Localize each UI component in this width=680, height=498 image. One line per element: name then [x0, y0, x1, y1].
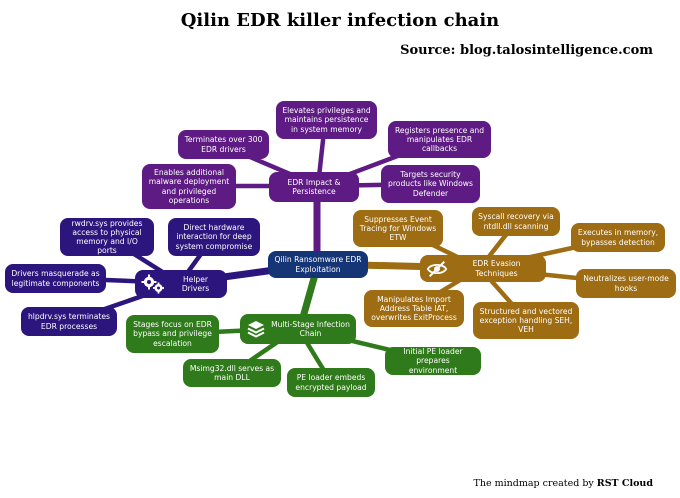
chain-leaf: Stages focus on EDR bypass and privilege… [126, 315, 219, 353]
layers-icon [246, 319, 266, 339]
impact-leaf: Enables additional malware deployment an… [142, 164, 236, 209]
impact-leaf: Terminates over 300 EDR drivers [178, 130, 269, 159]
root-label: Qilin Ransomware EDR Exploitation [274, 255, 362, 274]
eye-slash-icon [426, 258, 448, 280]
credit-line: The mindmap created by RST Cloud [474, 478, 653, 489]
chain-leaf: Msimg32.dll serves as main DLL [183, 359, 281, 387]
impact-leaf: Elevates privileges and maintains persis… [276, 101, 377, 139]
branch-chain: Multi-Stage Infection Chain [240, 314, 356, 344]
root-node: Qilin Ransomware EDR Exploitation [268, 251, 368, 278]
chain-leaf: PE loader embeds encrypted payload [287, 368, 375, 397]
gears-icon [141, 274, 165, 294]
branch-evasion: EDR Evasion Techniques [420, 255, 546, 282]
drivers-leaf: Direct hardware interaction for deep sys… [168, 218, 260, 256]
drivers-leaf: Drivers masquerade as legitimate compone… [5, 264, 106, 293]
evasion-leaf: Suppresses Event Tracing for Windows ETW [353, 210, 443, 247]
chain-leaf: Initial PE loader prepares environment [385, 347, 481, 375]
evasion-leaf: Manipulates Import Address Table IAT, ov… [364, 290, 464, 327]
branch-chain-label: Multi-Stage Infection Chain [271, 319, 350, 338]
branch-evasion-label: EDR Evasion Techniques [472, 259, 521, 278]
impact-leaf: Targets security products like Windows D… [381, 165, 480, 203]
source-line: Source: blog.talosintelligence.com [400, 43, 653, 58]
evasion-leaf: Syscall recovery via ntdll.dll scanning [472, 207, 560, 236]
branch-drivers-label: Helper Drivers [181, 274, 210, 293]
diagram-title: Qilin EDR killer infection chain [180, 10, 500, 31]
branch-impact-label: EDR Impact & Persistence [287, 177, 341, 196]
evasion-leaf: Neutralizes user-mode hooks [576, 269, 676, 298]
branch-drivers: Helper Drivers [135, 270, 227, 298]
branch-impact: EDR Impact & Persistence [269, 172, 359, 202]
credit-prefix: The mindmap created by [473, 478, 597, 489]
credit-brand: RST Cloud [596, 478, 653, 489]
impact-leaf: Registers presence and manipulates EDR c… [388, 121, 491, 158]
evasion-leaf: Structured and vectored exception handli… [473, 302, 579, 339]
drivers-leaf: hlpdrv.sys terminates EDR processes [21, 307, 117, 336]
evasion-leaf: Executes in memory, bypasses detection [571, 223, 665, 252]
drivers-leaf: rwdrv.sys provides access to physical me… [60, 218, 154, 256]
